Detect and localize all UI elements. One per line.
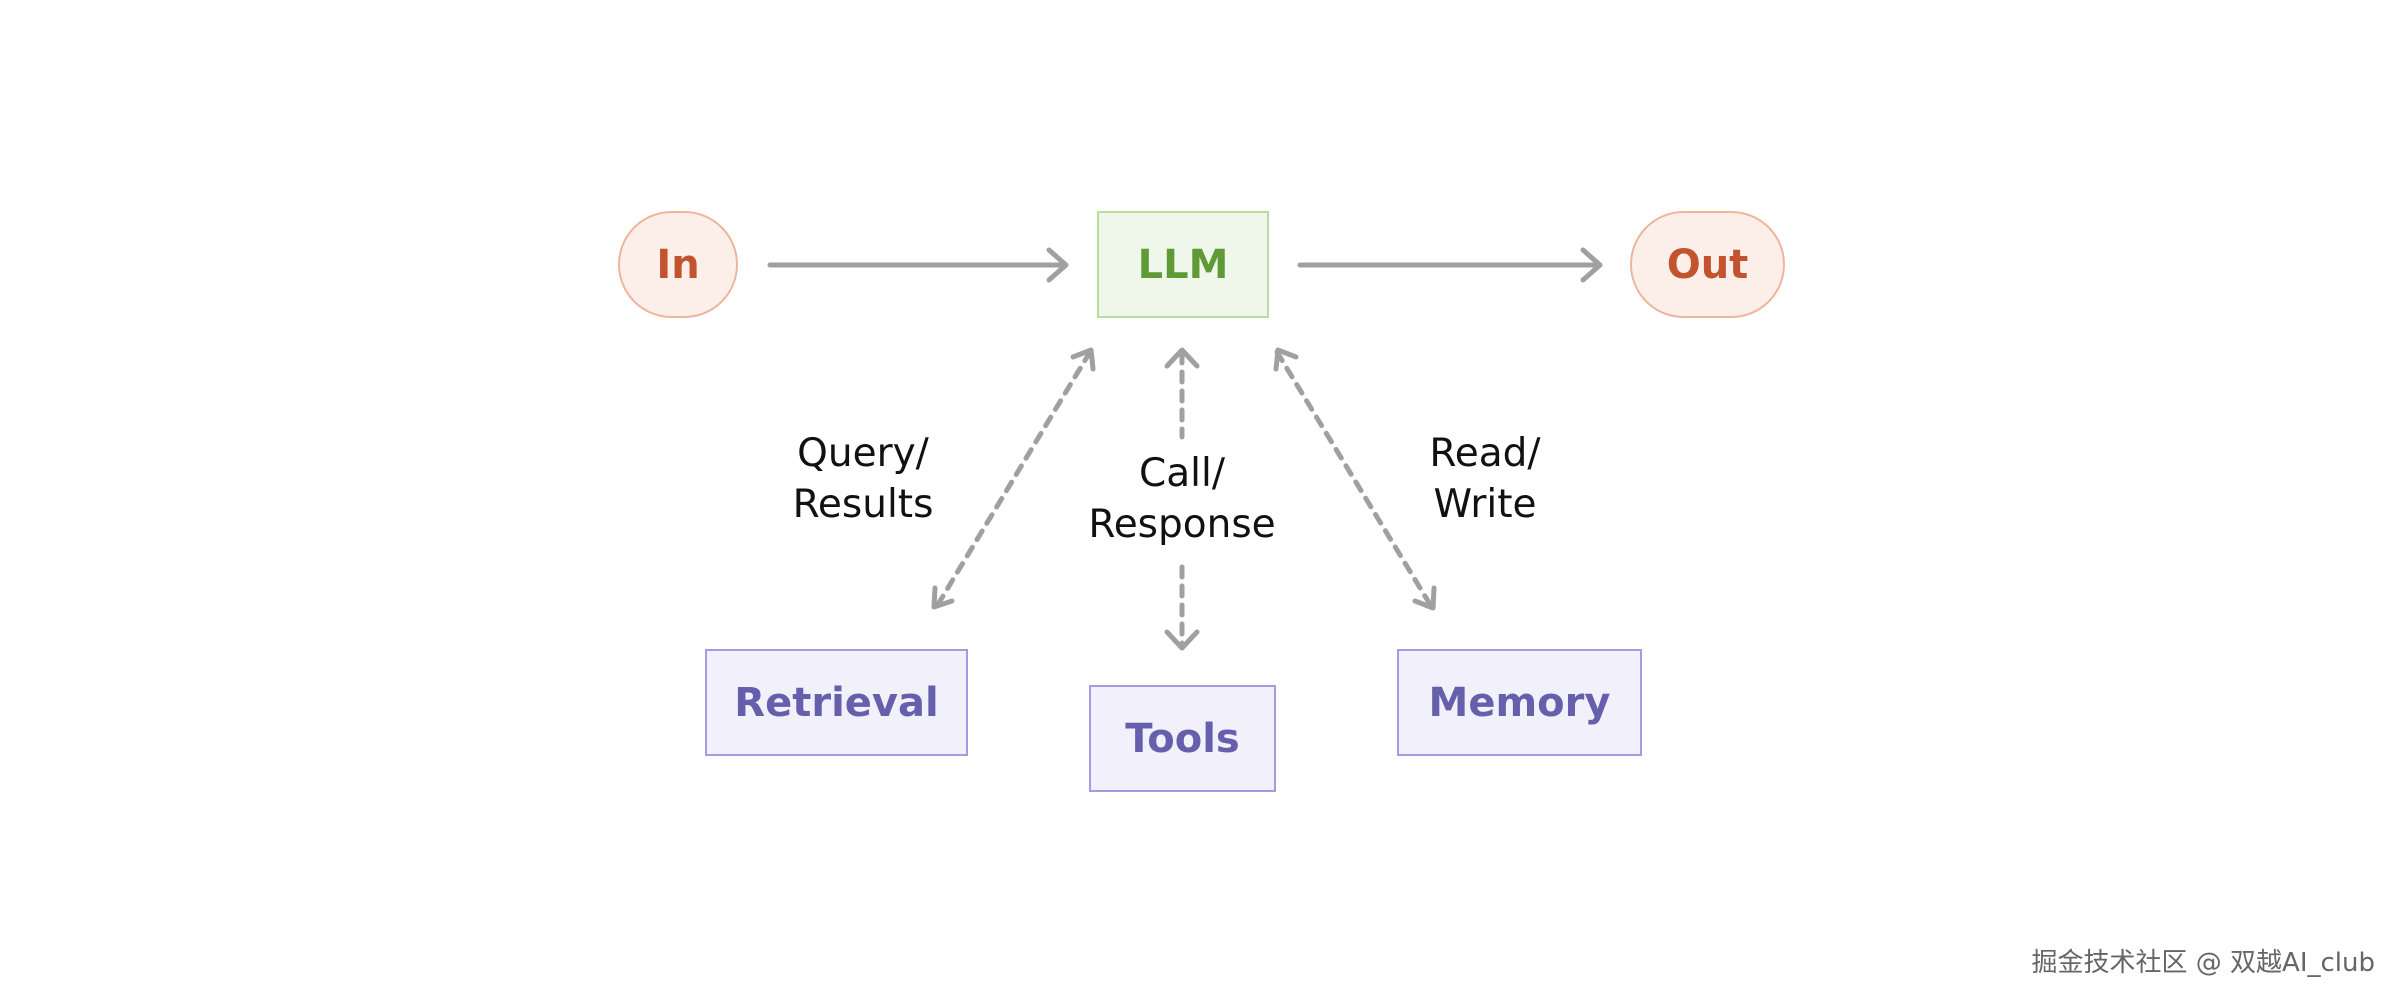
edge-label-tools-line2: Response (1088, 502, 1276, 547)
edge-label-tools-line1: Call/ (1139, 451, 1225, 496)
edge-label-retrieval: Query/ Results (763, 428, 963, 530)
edge-label-retrieval-line2: Results (792, 482, 934, 527)
node-llm: LLM (1097, 211, 1269, 318)
node-in: In (618, 211, 738, 318)
watermark-text: 掘金技术社区 @ 双越AI_club (2031, 948, 2376, 978)
node-llm-label: LLM (1137, 241, 1229, 288)
node-tools: Tools (1089, 685, 1276, 792)
edge-label-memory: Read/ Write (1385, 428, 1585, 530)
edge-label-tools: Call/ Response (1072, 448, 1292, 550)
node-out: Out (1630, 211, 1785, 318)
edge-label-retrieval-line1: Query/ (797, 431, 929, 476)
node-out-label: Out (1666, 241, 1749, 288)
arrow-llm-memory (1273, 347, 1437, 611)
arrow-in-to-llm (767, 247, 1069, 283)
node-in-label: In (656, 241, 700, 288)
edge-label-memory-line1: Read/ (1429, 431, 1541, 476)
node-retrieval-label: Retrieval (734, 679, 939, 726)
node-memory-label: Memory (1428, 679, 1611, 726)
node-retrieval: Retrieval (705, 649, 968, 756)
arrow-llm-to-out (1297, 247, 1603, 283)
arrow-llm-tools (1164, 347, 1200, 651)
node-memory: Memory (1397, 649, 1642, 756)
node-tools-label: Tools (1125, 715, 1240, 762)
edge-label-memory-line2: Write (1433, 482, 1537, 527)
arrow-llm-retrieval (931, 347, 1096, 610)
